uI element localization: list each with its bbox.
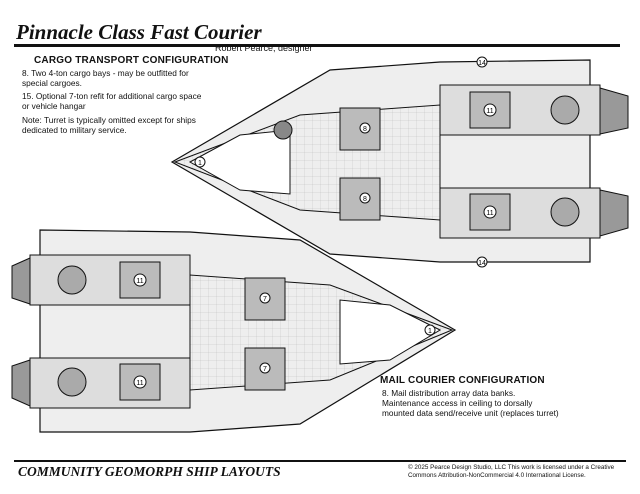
room-label-drive-mail: 11	[136, 278, 143, 285]
room-label-bridge-mail: 1	[428, 328, 432, 335]
room-label-drive-mail-2: 11	[136, 380, 143, 387]
turret-note: Note: Turret is typically omitted except…	[22, 115, 196, 135]
mail-ship-hull	[11, 229, 457, 433]
cargo-note-8: 8. Two 4-ton cargo bays - may be outfitt…	[22, 68, 189, 88]
room-label-data-bank: 7	[263, 296, 267, 303]
title-rule	[14, 44, 620, 47]
room-label-data-bank-2: 7	[263, 366, 267, 373]
room-label-cargo-2: 8	[363, 196, 367, 203]
page-title: Pinnacle Class Fast Courier	[16, 20, 262, 44]
cargo-note-15: 15. Optional 7-ton refit for additional …	[22, 91, 202, 111]
cargo-config-heading: CARGO TRANSPORT CONFIGURATION	[34, 55, 229, 66]
room-label-bridge: 1	[198, 160, 202, 167]
cargo-ship-room-labels: 1 8 8 11 11 14 14	[194, 56, 497, 268]
room-label-drive-2: 11	[486, 210, 493, 217]
room-label-wing: 14	[478, 60, 486, 67]
designer-credit: Robert Pearce, designer	[215, 43, 313, 53]
footer-rule	[14, 460, 626, 462]
copyright-notice: © 2025 Pearce Design Studio, LLC This wo…	[408, 464, 615, 479]
series-title: COMMUNITY GEOMORPH SHIP LAYOUTS	[18, 464, 281, 479]
room-label-drive: 11	[486, 108, 493, 115]
room-label-wing-2: 14	[478, 260, 486, 267]
mail-ship-room-labels: 1 7 7 11 11	[133, 273, 436, 389]
room-label-cargo: 8	[363, 126, 367, 133]
mail-config-heading: MAIL COURIER CONFIGURATION	[380, 375, 545, 386]
mail-note-8: 8. Mail distribution array data banks. M…	[382, 388, 559, 418]
